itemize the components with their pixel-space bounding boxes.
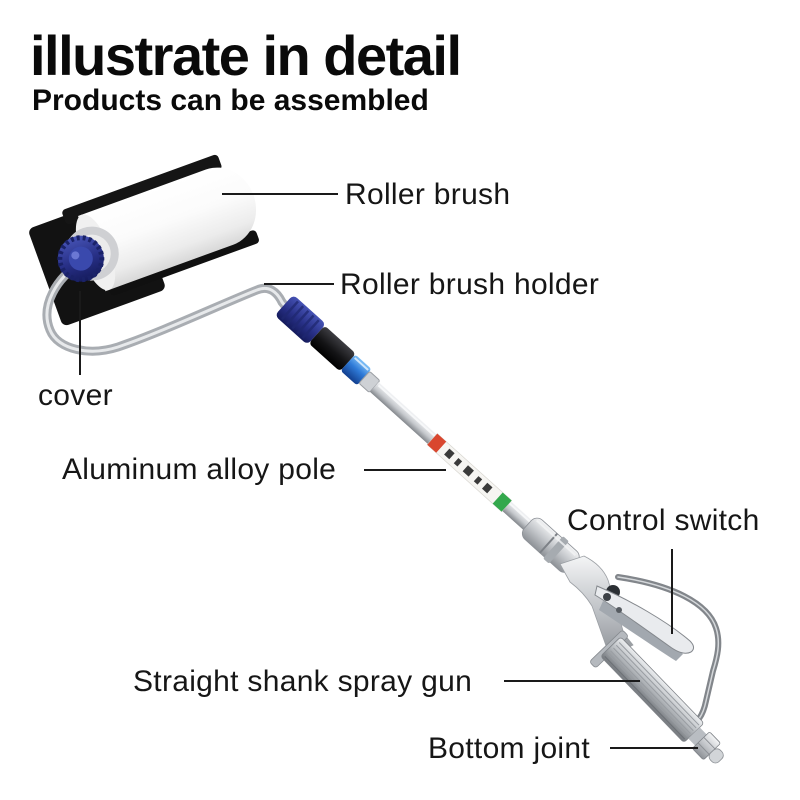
sticker-glyphs	[444, 448, 493, 494]
connector-sleeve	[310, 327, 355, 370]
pole-sticker	[426, 433, 513, 513]
joint-neck	[688, 727, 707, 746]
aluminum-alloy-pole-group	[276, 296, 580, 573]
label-bottom-joint: Bottom joint	[428, 732, 591, 765]
control-switch-trigger	[594, 585, 694, 654]
page-subtitle: Products can be assembled	[32, 84, 429, 117]
sticker-red-band	[427, 433, 447, 453]
connector-blue-ring	[341, 355, 371, 385]
page-title: illustrate in detail	[30, 24, 462, 87]
sticker-green-band	[492, 492, 512, 512]
roller-end-cap	[57, 235, 105, 283]
label-roller-brush-holder: Roller brush holder	[340, 268, 600, 301]
label-aluminum-alloy-pole: Aluminum alloy pole	[62, 453, 337, 486]
label-control-switch: Control switch	[567, 504, 760, 537]
roller-brush-holder-rod	[42, 257, 291, 356]
label-cover: cover	[38, 379, 113, 412]
bottom-joint-tip	[708, 748, 724, 764]
gun-body	[559, 555, 634, 658]
label-straight-shank-spray-gun: Straight shank spray gun	[133, 665, 473, 698]
leader-lines	[79, 193, 698, 749]
trigger-lower-lever	[599, 601, 683, 661]
label-roller-brush: Roller brush	[345, 178, 511, 211]
spray-gun-group	[559, 555, 724, 764]
